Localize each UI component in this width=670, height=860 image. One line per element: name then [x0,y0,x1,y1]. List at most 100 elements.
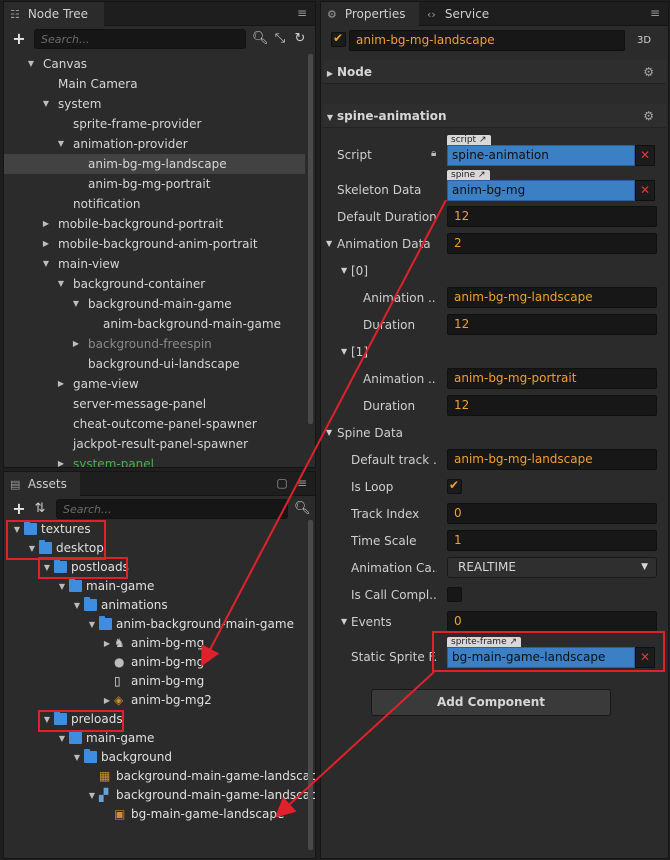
assets-scrollbar[interactable] [308,520,313,850]
expanded-arrow-icon[interactable]: ▼ [28,544,36,553]
node-active-checkbox[interactable] [331,31,346,47]
expanded-arrow-icon[interactable]: ▼ [88,791,96,800]
expanded-arrow-icon[interactable]: ▼ [326,239,333,248]
tree-node[interactable]: ▶game-view [4,374,305,394]
tree-node[interactable]: sprite-frame-provider [4,114,305,134]
asset-item[interactable]: ▼main-game [4,729,301,748]
collapsed-arrow-icon[interactable]: ▶ [103,639,111,648]
collapse-icon[interactable]: ⤡ [274,31,286,46]
expanded-arrow-icon[interactable]: ▼ [341,347,348,356]
collapsed-arrow-icon[interactable]: ▶ [57,459,65,467]
collapsed-arrow-icon[interactable]: ▶ [42,239,50,248]
item-1-animation-field[interactable]: anim-bg-mg-portrait [447,368,657,389]
clear-script-button[interactable]: ✕ [635,145,655,166]
animation-data-field[interactable]: 2 [447,233,657,254]
node-search-input[interactable] [35,30,245,48]
clear-skeleton-button[interactable]: ✕ [635,180,655,201]
asset-item[interactable]: ▼anim-background-main-game [4,615,301,634]
refresh-icon[interactable]: ↻ [294,31,306,46]
panel-menu-icon[interactable]: ≡ [649,6,661,20]
asset-item[interactable]: ▼background [4,748,301,767]
expanded-arrow-icon[interactable]: ▼ [13,525,21,534]
tree-node[interactable]: cheat-outcome-panel-spawner [4,414,305,434]
expanded-arrow-icon[interactable]: ▼ [72,299,80,308]
popout-icon[interactable]: ▢ [276,476,288,490]
tree-node[interactable]: ▼main-view [4,254,305,274]
add-component-button[interactable]: Add Component [371,689,611,716]
static-sprite-asset-field[interactable]: bg-main-game-landscape [447,647,635,668]
collapsed-arrow-icon[interactable]: ▶ [57,379,65,388]
collapsed-arrow-icon[interactable]: ▶ [103,696,111,705]
tree-node[interactable]: jackpot-result-panel-spawner [4,434,305,454]
tree-node[interactable]: anim-bg-mg-landscape [4,154,305,174]
tree-node[interactable]: anim-background-main-game [4,314,305,334]
expanded-arrow-icon[interactable]: ▼ [58,734,66,743]
events-field[interactable]: 0 [447,611,657,632]
expanded-arrow-icon[interactable]: ▼ [42,259,50,268]
expanded-arrow-icon[interactable]: ▼ [27,59,35,68]
asset-item[interactable]: ▼main-game [4,577,301,596]
tree-node[interactable]: ▼animation-provider [4,134,305,154]
tree-node[interactable]: notification [4,194,305,214]
clear-static-sprite-button[interactable]: ✕ [635,647,655,668]
asset-item[interactable]: ▦background-main-game-landscape [4,767,315,786]
tree-node[interactable]: ▶mobile-background-anim-portrait [4,234,305,254]
asset-item[interactable]: ▯anim-bg-mg [4,672,301,691]
tree-node[interactable]: ▼Canvas [4,54,305,74]
expanded-arrow-icon[interactable]: ▼ [57,279,65,288]
asset-item[interactable]: ▼animations [4,596,301,615]
tree-node[interactable]: ▶system-panel [4,454,305,467]
node-name-field[interactable]: anim-bg-mg-landscape [349,30,625,51]
panel-menu-icon[interactable]: ≡ [296,476,308,490]
asset-item[interactable]: ▼desktop [4,539,301,558]
skeleton-asset-field[interactable]: anim-bg-mg [447,180,635,201]
tree-node[interactable]: server-message-panel [4,394,305,414]
expanded-arrow-icon[interactable]: ▼ [43,563,51,572]
tree-node[interactable]: ▶background-freespin [4,334,305,354]
add-node-button[interactable]: + [12,29,26,48]
default-track-field[interactable]: anim-bg-mg-landscape [447,449,657,470]
asset-item[interactable]: ▼▞background-main-game-landscape [4,786,315,805]
asset-item[interactable]: ▼preloads [4,710,301,729]
node-search-box[interactable] [34,29,246,49]
time-scale-field[interactable]: 1 [447,530,657,551]
gear-icon[interactable]: ⚙ [643,109,654,123]
expanded-arrow-icon[interactable]: ▼ [341,266,348,275]
asset-item[interactable]: ▼postloads [4,558,301,577]
is-loop-checkbox[interactable] [447,478,462,494]
expanded-arrow-icon[interactable]: ▼ [43,715,51,724]
tree-node[interactable]: Main Camera [4,74,305,94]
expanded-arrow-icon[interactable]: ▼ [341,617,348,626]
default-duration-field[interactable]: 12 [447,206,657,227]
tree-node[interactable]: anim-bg-mg-portrait [4,174,305,194]
tree-node[interactable]: ▶mobile-background-portrait [4,214,305,234]
expanded-arrow-icon[interactable]: ▼ [42,99,50,108]
tree-node[interactable]: background-ui-landscape [4,354,305,374]
is-call-checkbox[interactable] [447,587,462,602]
asset-search-input[interactable] [57,500,287,518]
tab-properties[interactable]: ⚙ Properties [321,2,419,26]
track-index-field[interactable]: 0 [447,503,657,524]
collapsed-arrow-icon[interactable]: ▶ [42,219,50,228]
expanded-arrow-icon[interactable]: ▼ [88,620,96,629]
script-asset-field[interactable]: spine-animation [447,145,635,166]
gear-icon[interactable]: ⚙ [643,65,654,79]
node-section-header[interactable]: ▶Node ⚙ [323,60,666,84]
search-icon[interactable]: 🔍︎ [294,501,311,516]
asset-item[interactable]: ●anim-bg-mg [4,653,301,672]
asset-item[interactable]: ▼textures [4,520,301,539]
3d-badge[interactable]: 3D [637,35,652,46]
item-0-duration-field[interactable]: 12 [447,314,657,335]
tab-service[interactable]: ‹› Service [421,2,511,26]
tab-node-tree[interactable]: ☷ Node Tree [4,2,104,26]
tree-node[interactable]: ▼system [4,94,305,114]
expanded-arrow-icon[interactable]: ▼ [57,139,65,148]
item-1-duration-field[interactable]: 12 [447,395,657,416]
sort-icon[interactable]: ⇅ [34,501,46,516]
animation-ca-dropdown[interactable]: REALTIME ▼ [447,557,657,578]
collapsed-arrow-icon[interactable]: ▶ [72,339,80,348]
panel-menu-icon[interactable]: ≡ [296,6,308,20]
search-icon[interactable]: 🔍︎ [252,31,269,46]
expanded-arrow-icon[interactable]: ▼ [58,582,66,591]
tree-node[interactable]: ▼background-main-game [4,294,305,314]
